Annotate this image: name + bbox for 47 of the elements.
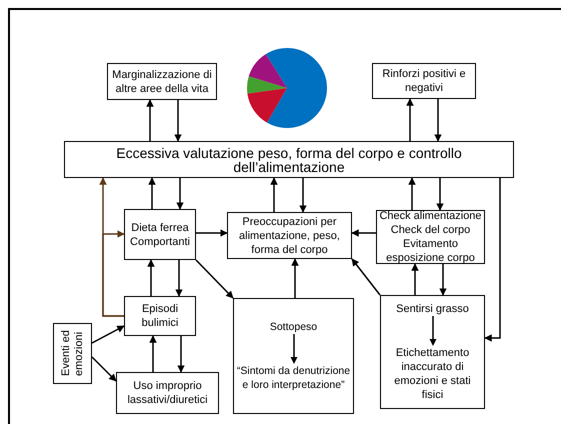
event-box bbox=[53, 323, 92, 384]
arrow bbox=[195, 259, 234, 299]
arrow bbox=[174, 100, 182, 142]
arrow bbox=[177, 336, 185, 373]
arrow bbox=[351, 258, 381, 296]
arrow bbox=[351, 229, 376, 237]
arrow bbox=[270, 177, 278, 212]
process-box bbox=[372, 63, 476, 99]
arrow bbox=[148, 177, 156, 209]
node-text: “Sintomi da denutrizione e loro interpretazione” bbox=[236, 364, 351, 392]
arrow bbox=[196, 229, 228, 237]
node-title: Dieta ferrea Comportanti bbox=[129, 220, 191, 248]
node-title: Marginalizzazione di altre aree della vita bbox=[111, 68, 213, 96]
arrow bbox=[146, 99, 154, 141]
arrow bbox=[91, 356, 117, 382]
arrow bbox=[147, 259, 155, 296]
arrow bbox=[175, 260, 183, 297]
node-title: Eventi ed emozioni bbox=[60, 330, 86, 378]
process-box bbox=[233, 298, 354, 414]
node-title: Sottopeso bbox=[270, 320, 318, 334]
node-title: Episodi bulimici bbox=[140, 302, 180, 330]
arrow bbox=[434, 99, 442, 142]
arrow bbox=[408, 177, 416, 210]
process-box bbox=[227, 212, 352, 259]
node-title: Eccessiva valutazione peso, forma del corpo e controllo dell’alimentazione bbox=[115, 146, 463, 174]
node-title: Rinforzi positivi e negativi bbox=[381, 67, 467, 95]
process-box bbox=[380, 295, 485, 409]
process-box bbox=[64, 141, 514, 178]
arrow bbox=[411, 263, 419, 295]
arrow bbox=[291, 258, 299, 298]
node-title: Preoccupazioni per alimentazione, peso, forma del corpo bbox=[238, 214, 341, 256]
arrow bbox=[92, 325, 125, 344]
node-title: Sentirsi grasso bbox=[396, 302, 469, 316]
arrow bbox=[436, 178, 444, 211]
process-box bbox=[124, 209, 196, 260]
node-title: Uso improprio lassativi/diuretici bbox=[126, 379, 209, 407]
arrow bbox=[176, 178, 184, 210]
arrow bbox=[149, 335, 157, 372]
arrow bbox=[484, 178, 501, 342]
arrow bbox=[439, 264, 447, 296]
process-box bbox=[124, 296, 196, 336]
arrow bbox=[406, 98, 414, 141]
node-text: Etichettamento inaccurato di emozioni e stati fisici bbox=[393, 346, 472, 402]
node-title: Check alimentazione Check del corpo Evitamento esposizione corpo bbox=[379, 209, 482, 265]
arrow bbox=[102, 230, 125, 317]
arrow bbox=[299, 178, 307, 213]
process-box bbox=[116, 372, 219, 414]
